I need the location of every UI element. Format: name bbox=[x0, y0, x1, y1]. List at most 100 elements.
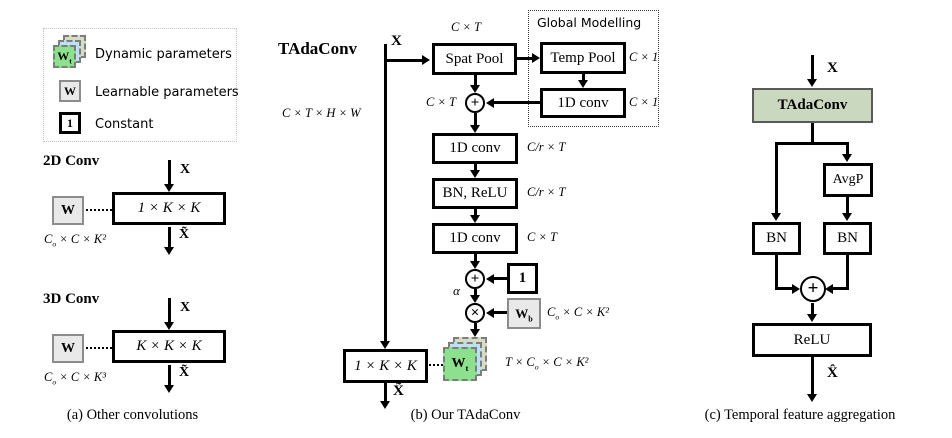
conv3d-input-arrowhead bbox=[164, 322, 174, 330]
global-conv1d-box: 1D conv bbox=[540, 88, 626, 118]
avgp-to-bn-arrowhead bbox=[842, 213, 852, 221]
conv2d-title: 2D Conv bbox=[43, 153, 100, 169]
constant-one-box: 1 bbox=[507, 263, 538, 294]
conv3d-output-arrowhead bbox=[164, 385, 174, 393]
spat-to-add-arrowhead bbox=[470, 85, 480, 93]
bnr-down-line bbox=[846, 255, 849, 289]
conv3d-output-line bbox=[168, 365, 171, 386]
wt-dims: T × Co × C × K² bbox=[505, 355, 589, 372]
conv2d-kernel-box: 1 × K × K bbox=[112, 192, 226, 225]
avgp-box: AvgP bbox=[823, 163, 873, 197]
conv2d-weight-connector bbox=[86, 209, 112, 211]
conv3d-weight-dims: Co × C × K³ bbox=[44, 370, 107, 387]
gconv-to-add-line bbox=[493, 101, 540, 104]
global-modelling-title: Global Modelling bbox=[537, 15, 642, 30]
c-input-line bbox=[811, 55, 814, 81]
conv3d-title: 3D Conv bbox=[43, 291, 100, 307]
wt-label: Wt bbox=[451, 356, 469, 373]
caption-panel-c: (c) Temporal feature aggregation bbox=[704, 407, 896, 423]
bnl-to-add-line bbox=[775, 287, 794, 290]
c-left-branch-line bbox=[775, 142, 778, 215]
add-operator-2: + bbox=[465, 269, 485, 289]
conv1-dims: C/r × T bbox=[527, 140, 566, 154]
bn-left-box: BN bbox=[752, 222, 801, 255]
one-to-add2-arrowhead bbox=[486, 274, 494, 284]
add2-to-mult-arrowhead bbox=[470, 295, 480, 303]
c-output-line bbox=[811, 357, 814, 395]
temp-pool-box: Temp Pool bbox=[540, 42, 626, 74]
add2-to-mult-line bbox=[474, 289, 477, 297]
conv1-to-bnrelu-arrowhead bbox=[470, 170, 480, 178]
add-operator-1: + bbox=[465, 93, 485, 113]
spat-to-temp-arrowhead bbox=[532, 53, 540, 63]
bn-right-box: BN bbox=[823, 222, 872, 255]
c-right-branch-arrowhead bbox=[842, 154, 852, 162]
c-left-branch-arrowhead bbox=[771, 213, 781, 221]
constant-icon: 1 bbox=[59, 112, 81, 134]
wb-dims: Co × C × K² bbox=[547, 305, 610, 322]
legend-constant-label: Constant bbox=[95, 117, 154, 132]
legend-dynamic-label: Dynamic parameters bbox=[95, 47, 232, 62]
conv2d-input-arrowhead bbox=[164, 184, 174, 192]
wb-box: Wb bbox=[507, 298, 541, 329]
c-split-line bbox=[775, 142, 849, 145]
conv2-to-add2-arrowhead bbox=[470, 261, 480, 269]
b-branch-line bbox=[386, 59, 423, 62]
multiply-operator: × bbox=[465, 303, 485, 323]
spat-pool-box: Spat Pool bbox=[432, 43, 517, 75]
b-input-dims: C × T × H × W bbox=[282, 106, 361, 120]
conv2d-weight-dims: Co × C × K² bbox=[44, 232, 107, 249]
c-right-branch-line bbox=[846, 142, 849, 156]
b-output-line bbox=[384, 383, 387, 402]
wt-icon-label: Wt bbox=[57, 49, 72, 66]
bnl-to-add-arrowhead bbox=[792, 284, 800, 294]
mult-to-wt-arrowhead bbox=[470, 329, 480, 337]
temp-to-gconv-line bbox=[582, 74, 585, 82]
conv1-to-bnrelu-line bbox=[474, 164, 477, 172]
conv3d-weight-box: W bbox=[52, 334, 84, 363]
global-conv1d-dims: C × 1 bbox=[629, 95, 659, 109]
bnrelu-box: BN, ReLU bbox=[432, 178, 518, 209]
add-to-conv1-line bbox=[474, 113, 477, 126]
bnr-to-add-line bbox=[831, 287, 849, 290]
add-to-relu-line bbox=[811, 303, 814, 316]
legend-box: Wt Dynamic parameters W Learnable parame… bbox=[43, 28, 239, 142]
b-main-arrowhead bbox=[380, 341, 390, 349]
caption-panel-a: (a) Other convolutions bbox=[66, 407, 199, 423]
conv3d-kernel-box: K × K × K bbox=[112, 330, 226, 363]
avgp-to-bn-line bbox=[846, 197, 849, 215]
c-output-arrowhead bbox=[807, 394, 817, 402]
bnr-to-add-arrowhead bbox=[825, 284, 833, 294]
legend-learnable-label: Learnable parameters bbox=[95, 85, 239, 100]
wb-label: Wb bbox=[515, 305, 533, 324]
conv3d-weight-connector bbox=[86, 347, 112, 349]
c-tadaconv-box: TAdaConv bbox=[752, 88, 873, 123]
bnrelu-to-conv2-line bbox=[474, 209, 477, 217]
conv2d-input-label: X bbox=[180, 162, 191, 177]
c-output-label: X̂ bbox=[827, 365, 838, 381]
conv2-to-add2-line bbox=[474, 254, 477, 263]
add-to-conv1-arrowhead bbox=[470, 125, 480, 133]
conv2d-output-label: X̃ bbox=[179, 227, 190, 242]
wb-to-mult-arrowhead bbox=[486, 308, 494, 318]
b-spat-dims: C × T bbox=[451, 20, 481, 34]
c-input-label: X bbox=[827, 60, 838, 76]
b-branch-arrowhead bbox=[422, 55, 430, 65]
conv2d-output-line bbox=[168, 227, 171, 248]
conv3d-input-label: X bbox=[180, 300, 191, 315]
bnrelu-to-conv2-arrowhead bbox=[470, 215, 480, 223]
temp-pool-dims: C × 1 bbox=[629, 50, 659, 64]
b-output-label: X̃ bbox=[393, 383, 404, 399]
c-stem-line bbox=[811, 123, 814, 144]
conv2d-output-arrowhead bbox=[164, 247, 174, 255]
spat-to-add-line bbox=[474, 75, 477, 87]
conv2d-input-line bbox=[168, 160, 171, 186]
c-input-arrowhead bbox=[807, 79, 817, 87]
b-kernel-box: 1 × K × K bbox=[343, 349, 428, 383]
relu-box: ReLU bbox=[752, 323, 872, 357]
b-output-arrowhead bbox=[380, 401, 390, 409]
wt-box: Wt bbox=[443, 347, 477, 381]
conv2-dims: C × T bbox=[527, 230, 557, 244]
alpha-label: α bbox=[453, 283, 460, 298]
